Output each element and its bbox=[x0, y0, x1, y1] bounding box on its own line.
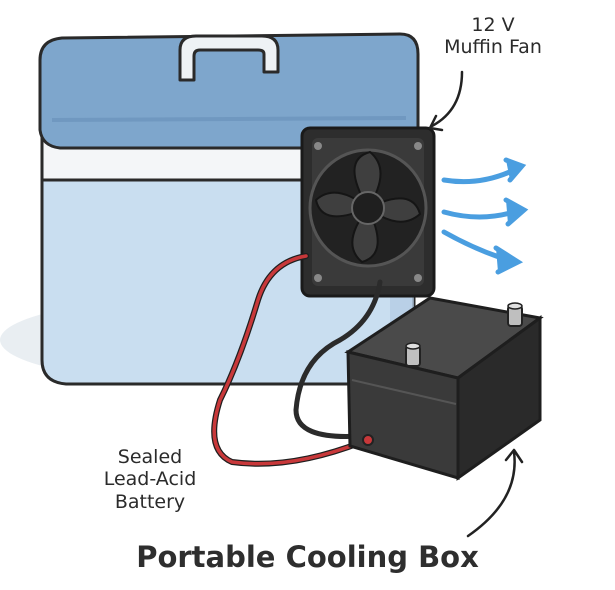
airflow-arrows-icon bbox=[441, 157, 529, 275]
battery-label: Sealed Lead-Acid Battery bbox=[70, 446, 230, 513]
battery-label-line-2: Lead-Acid bbox=[103, 468, 197, 491]
fan-label-line-1: 12 V bbox=[471, 14, 515, 36]
muffin-fan-icon bbox=[300, 126, 436, 298]
battery-label-line-1: Sealed bbox=[117, 446, 183, 468]
battery-label-line-3: Battery bbox=[114, 490, 186, 513]
black-wire bbox=[293, 279, 383, 439]
fan-label-line-2: Muffin Fan bbox=[444, 36, 542, 59]
fan-label: 12 V Muffin Fan bbox=[418, 14, 568, 59]
battery-icon bbox=[344, 296, 544, 481]
diagram-title: Portable Cooling Box bbox=[136, 540, 479, 574]
wires-icon bbox=[211, 253, 383, 467]
cooler-handle bbox=[178, 34, 280, 82]
leader-arrows bbox=[428, 70, 524, 538]
